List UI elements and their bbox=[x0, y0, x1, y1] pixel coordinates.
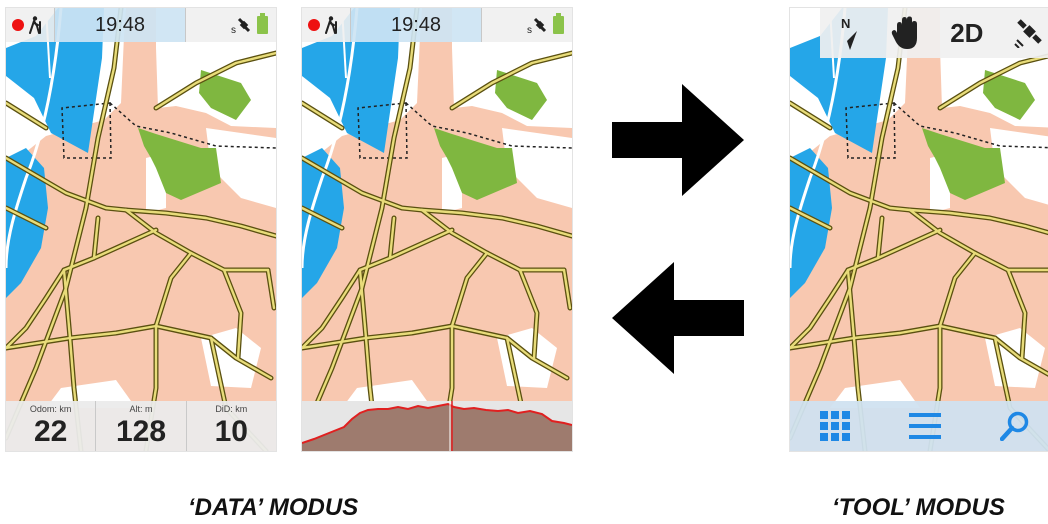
caption-tool-mode: ‘TOOL’ MODUS bbox=[832, 494, 1005, 521]
tool-bar: N 2D bbox=[790, 8, 1048, 58]
status-bar: 19:48 s bbox=[302, 8, 572, 42]
status-right: s bbox=[482, 8, 572, 42]
data-field-value: 22 bbox=[33, 415, 68, 448]
elevation-profile-line bbox=[302, 402, 572, 444]
status-left bbox=[6, 8, 54, 42]
elevation-profile-area bbox=[302, 404, 572, 451]
grid-icon[interactable] bbox=[819, 411, 850, 441]
battery-icon bbox=[553, 13, 564, 34]
status-right: s bbox=[186, 8, 276, 42]
data-field-odometer[interactable]: Odom: km 22 bbox=[6, 401, 97, 451]
hand-icon[interactable] bbox=[891, 16, 921, 50]
record-dot-icon bbox=[12, 19, 24, 31]
status-time: 19:48 bbox=[54, 8, 186, 42]
svg-text:s: s bbox=[231, 25, 236, 34]
satellite-icon: s bbox=[527, 17, 547, 34]
status-bar: 19:48 s bbox=[6, 8, 276, 42]
svg-text:s: s bbox=[527, 25, 532, 34]
data-field-value: 128 bbox=[115, 415, 167, 448]
data-field-distance[interactable]: DiD: km 10 bbox=[187, 401, 276, 451]
status-left bbox=[302, 8, 350, 42]
data-field-label: Alt: m bbox=[129, 404, 153, 414]
data-field-label: Odom: km bbox=[29, 404, 72, 414]
arrow-right-icon bbox=[612, 84, 744, 196]
menu-icon[interactable] bbox=[908, 413, 941, 439]
elevation-profile[interactable] bbox=[302, 401, 572, 451]
caption-data-mode: ‘DATA’ MODUS bbox=[188, 494, 359, 521]
device-screen-tool-mode: N 2D bbox=[790, 8, 1048, 451]
satellite-icon: s bbox=[231, 17, 251, 34]
satellite-icon[interactable] bbox=[1013, 18, 1045, 48]
view-mode-2d-button[interactable]: 2D bbox=[950, 17, 984, 48]
device-screen-elevation-profile: 19:48 s bbox=[302, 8, 572, 451]
record-dot-icon bbox=[308, 19, 320, 31]
compass-letter: N bbox=[841, 16, 850, 31]
tool-bottom-bar bbox=[790, 401, 1048, 451]
battery-icon bbox=[257, 13, 268, 34]
data-field-value: 10 bbox=[214, 415, 248, 448]
hiker-icon bbox=[29, 16, 41, 34]
data-field-label: DiD: km bbox=[215, 404, 248, 414]
search-icon[interactable] bbox=[1000, 411, 1030, 441]
data-fields-bar: Odom: km 22 Alt: m 128 DiD: km 10 bbox=[6, 401, 276, 451]
status-time: 19:48 bbox=[350, 8, 482, 42]
data-field-altitude[interactable]: Alt: m 128 bbox=[96, 401, 187, 451]
north-arrow-icon[interactable]: N bbox=[835, 15, 861, 51]
device-screen-data-fields: 19:48 s Odom: km 22 Alt: m 128 DiD: km 1… bbox=[6, 8, 276, 451]
hiker-icon bbox=[325, 16, 337, 34]
arrow-left-icon bbox=[612, 262, 744, 374]
